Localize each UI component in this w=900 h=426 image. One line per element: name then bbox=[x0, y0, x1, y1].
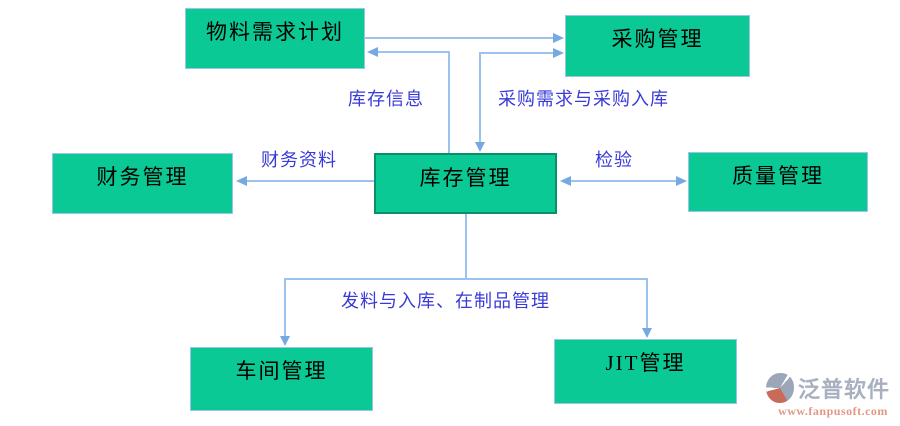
node-jit-management: JIT管理 bbox=[554, 339, 737, 404]
node-material-requirements-planning: 物料需求计划 bbox=[185, 8, 365, 69]
arrowhead-into-workshop bbox=[280, 336, 290, 346]
arrow-tee-to-workshop-and-jit bbox=[284, 278, 648, 337]
arrowhead-into-inventory-right bbox=[560, 176, 571, 186]
arrowhead-into-finance bbox=[236, 176, 247, 186]
node-quality-management: 质量管理 bbox=[688, 152, 868, 212]
node-workshop-management: 车间管理 bbox=[190, 347, 373, 411]
arrowhead-into-jit bbox=[642, 328, 652, 338]
fanpu-logo-icon bbox=[766, 373, 794, 403]
edge-label-inventory-info: 库存信息 bbox=[348, 89, 424, 109]
watermark-brand: 泛普软件 bbox=[798, 377, 891, 402]
node-inventory-management: 库存管理 bbox=[374, 153, 557, 214]
edge-label-purchase-demand-and-receipt: 采购需求与采购入库 bbox=[498, 89, 669, 109]
node-label: JIT管理 bbox=[605, 351, 686, 375]
node-label: 车间管理 bbox=[235, 359, 328, 383]
arrow-inventory-to-mrp bbox=[377, 51, 450, 153]
watermark: 泛普软件 www.fanpusoft.com bbox=[766, 372, 900, 419]
arrowhead-into-purchasing-lower bbox=[553, 48, 564, 58]
arrowhead-into-inventory-top bbox=[475, 142, 485, 152]
arrow-inventory-purchasing-two-way bbox=[479, 52, 554, 143]
edge-label-inspection: 检验 bbox=[595, 150, 633, 170]
arrowhead-into-quality bbox=[676, 176, 687, 186]
node-label: 物料需求计划 bbox=[206, 20, 344, 44]
arrowhead-into-mrp bbox=[367, 47, 378, 57]
node-label: 质量管理 bbox=[732, 164, 824, 188]
node-label: 采购管理 bbox=[611, 27, 704, 51]
node-finance-management: 财务管理 bbox=[52, 153, 233, 214]
edge-label-issue-receipt-wip: 发料与入库、在制品管理 bbox=[341, 291, 550, 311]
arrowhead-into-purchasing-top bbox=[553, 33, 564, 43]
node-purchasing-management: 采购管理 bbox=[565, 15, 750, 77]
watermark-url: www.fanpusoft.com bbox=[778, 404, 888, 418]
edge-label-finance-data: 财务资料 bbox=[261, 150, 337, 170]
node-label: 财务管理 bbox=[96, 165, 189, 189]
node-label: 库存管理 bbox=[419, 166, 512, 190]
